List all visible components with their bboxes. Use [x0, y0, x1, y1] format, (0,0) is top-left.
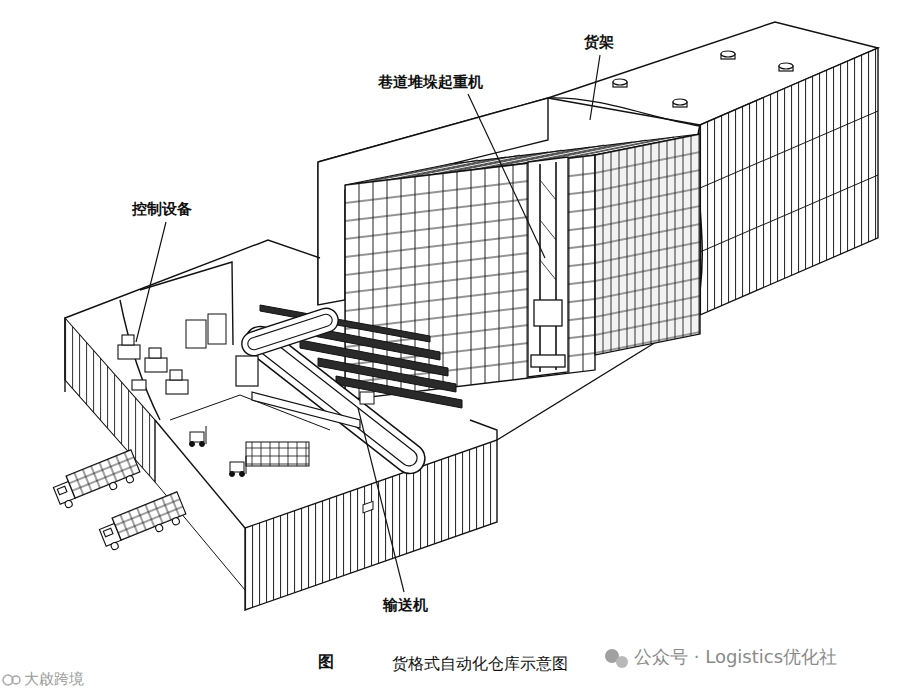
roof-vents — [613, 51, 793, 107]
trucks — [51, 450, 188, 552]
front-building — [65, 240, 497, 610]
stacker-crane — [528, 157, 568, 377]
figure-number: 图 — [318, 652, 334, 671]
watermark-icons — [3, 649, 628, 685]
leader-lines — [136, 55, 600, 592]
watermark: 公众号 · Logistics优化社 — [634, 646, 837, 668]
part-label: 控制设备 — [132, 200, 192, 218]
control-equipment — [118, 335, 188, 394]
part-label: 货架 — [584, 33, 614, 51]
building-outline — [318, 22, 878, 440]
part-label: 输送机 — [383, 596, 428, 614]
part-label: 巷道堆垛起重机 — [378, 73, 483, 91]
figure-caption: 货格式自动化仓库示意图 — [392, 654, 568, 673]
watermark: 大啟跨境 — [24, 670, 84, 688]
conveyor-system — [236, 305, 462, 480]
goods-and-forklifts — [190, 426, 310, 477]
